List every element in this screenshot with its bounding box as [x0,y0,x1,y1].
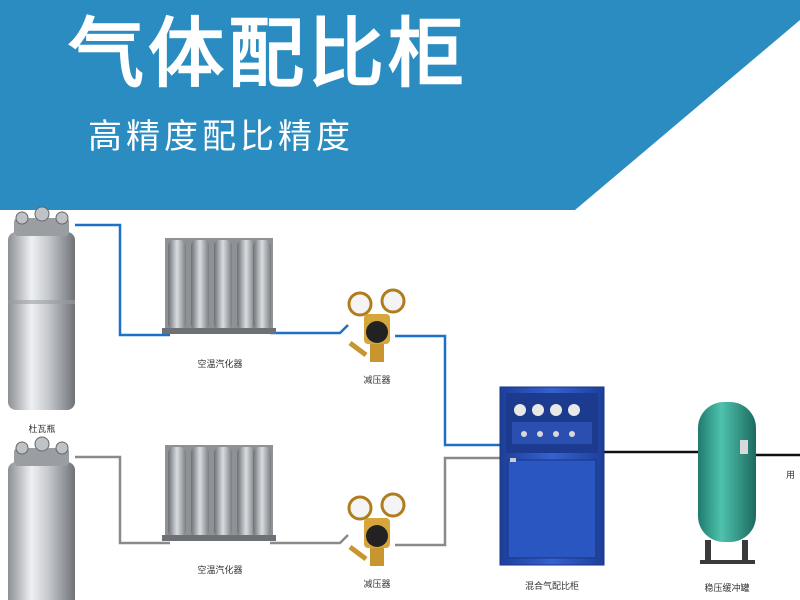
label-user-end: 用 [786,470,795,481]
regulator-top [347,288,406,362]
label-dewar: 杜瓦瓶 [28,423,55,435]
page-subtitle: 高精度配比精度 [88,117,354,157]
label-regulator-bottom: 减压器 [363,578,390,590]
vaporizer-top [162,238,276,334]
regulator-bottom [347,492,406,566]
dewar-top [8,206,75,410]
header-banner [0,0,800,210]
label-vaporizer-bottom: 空温汽化器 [197,564,242,576]
pipe-top [75,223,505,447]
page-title: 气体配比柜 [68,9,468,98]
mixing-cabinet [499,386,605,566]
label-buffer-tank: 稳压缓冲罐 [704,582,749,594]
dewar-bottom [8,436,75,600]
buffer-tank [698,402,756,564]
label-vaporizer-top: 空温汽化器 [197,358,242,370]
pipe-outlet [600,450,800,457]
label-regulator-top: 减压器 [363,374,390,386]
label-mixing-cabinet: 混合气配比柜 [525,580,579,592]
pipe-bottom [75,455,505,547]
vaporizer-bottom [162,445,276,541]
